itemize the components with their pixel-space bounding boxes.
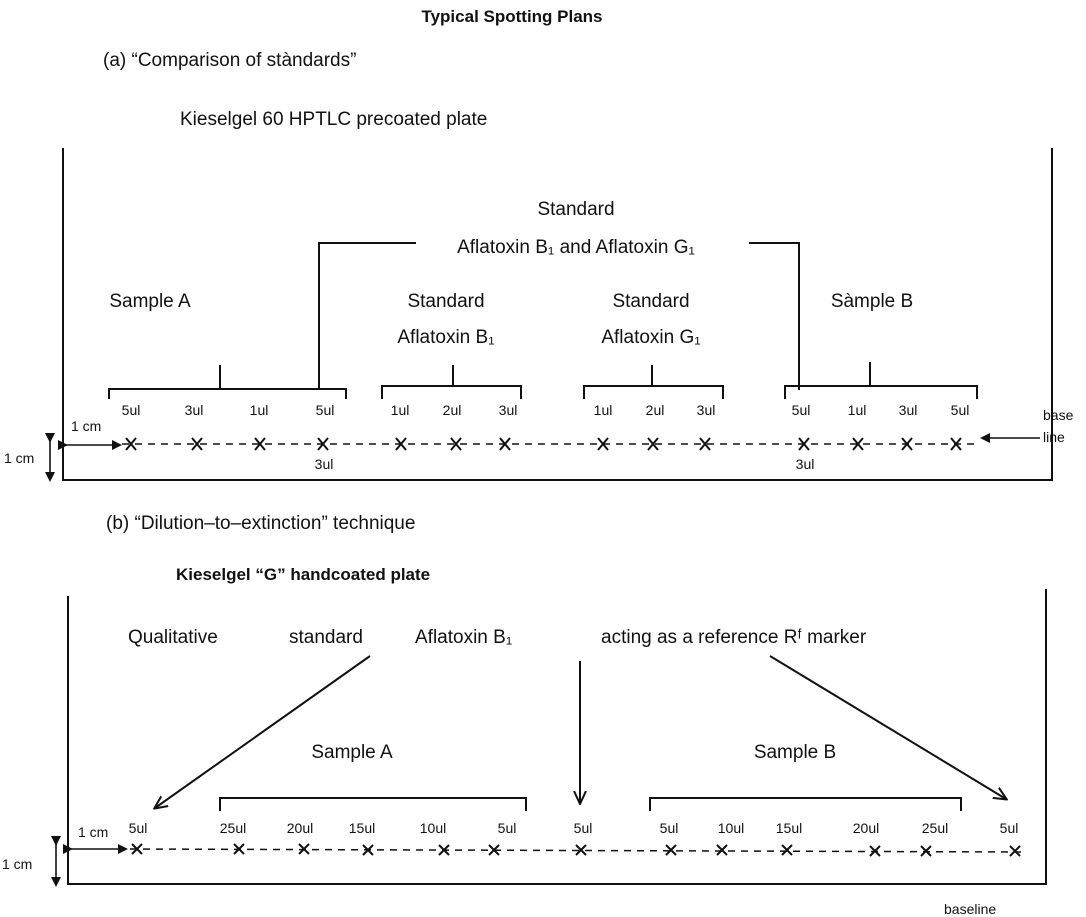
spot-mark (869, 845, 881, 857)
aflatoxin-b1-label: Aflatoxin B₁ (415, 627, 512, 648)
plate-a-outline (62, 148, 1053, 481)
vol-a-5: 1ul (391, 402, 410, 418)
bracket-sample-a (108, 365, 347, 399)
spot-mark (233, 843, 245, 855)
vol-a-1: 5ul (122, 402, 141, 418)
vol-a-8: 1ul (594, 402, 613, 418)
arrow-to-left-standard (155, 655, 371, 808)
vol-a-6: 2ul (443, 402, 462, 418)
vol-a-10: 3ul (697, 402, 716, 418)
vol-b-4: 15ul (349, 820, 375, 836)
vol-a-11: 5ul (792, 402, 811, 418)
spot-mark (665, 844, 677, 856)
spot-mark (362, 844, 374, 856)
arrow-to-right-standard (769, 655, 1006, 799)
sample-b-label-b: Sample B (754, 742, 836, 763)
spot-mark (798, 437, 810, 451)
spot-mark (438, 844, 450, 856)
section-a-plate-label: Kieselgel 60 HPTLC precoated plate (180, 109, 487, 130)
spot-mark (852, 437, 864, 451)
bracket-std-g1 (583, 365, 724, 399)
one-cm-v-label-b: 1 cm (2, 856, 32, 872)
spot-mark (125, 437, 137, 451)
std-g1-label: Aflatoxin G₁ (601, 327, 700, 348)
spot-mark (450, 437, 462, 451)
spot-mark (298, 843, 310, 855)
vol-a-13: 3ul (899, 402, 918, 418)
vol-a-7: 3ul (499, 402, 518, 418)
vol-b-11: 20ul (853, 820, 879, 836)
vol-b-7: 5ul (574, 820, 593, 836)
section-b-heading: (b) “Dilution–to–extinction” technique (106, 513, 415, 534)
spot-mark (131, 843, 143, 855)
std-b1-top-label: Standard (407, 291, 484, 312)
spot-marks-a (125, 437, 962, 451)
one-cm-v-label-a: 1 cm (4, 450, 34, 466)
vol-a-9: 2ul (646, 402, 665, 418)
standard-both-bracket (318, 242, 800, 390)
spot-marks-b (131, 843, 1021, 857)
baseline-b (129, 848, 1023, 853)
spot-mark (597, 437, 609, 451)
vol-a-12: 1ul (848, 402, 867, 418)
reference-label: acting as a reference Rᶠ marker (601, 627, 867, 648)
plate-b-outline (67, 589, 1047, 885)
vol-a-14: 5ul (951, 402, 970, 418)
section-a-heading: (a) “Comparison of stàndards” (103, 50, 356, 71)
spot-mark (781, 844, 793, 856)
vol-b-5: 10ul (420, 820, 446, 836)
diagram-title: Typical Spotting Plans (421, 7, 602, 26)
std-b1-label: Aflatoxin B₁ (397, 327, 494, 348)
bracket-sample-a-b (219, 797, 527, 811)
vol-a-4: 5ul (316, 402, 335, 418)
vol-b-10: 15ul (776, 820, 802, 836)
vol-b-9: 10ul (718, 820, 744, 836)
section-b-plate-label: Kieselgel “G” handcoated plate (176, 565, 430, 584)
spot-mark (191, 437, 203, 451)
bracket-sample-b-b (649, 797, 962, 811)
standard-both-label: Aflatoxin B₁ and Aflatoxin G₁ (457, 237, 695, 258)
vol-b-6: 5ul (498, 820, 517, 836)
bracket-sample-b (784, 362, 978, 399)
one-cm-h-label-b: 1 cm (78, 824, 108, 840)
spot-mark (488, 844, 500, 856)
spot-mark (1009, 845, 1021, 857)
one-cm-h-label-a: 1 cm (71, 418, 101, 434)
spot-mark (317, 437, 329, 451)
spot-mark (254, 437, 266, 451)
vol-b-13: 5ul (1000, 820, 1019, 836)
vol-b-3: 20ul (287, 820, 313, 836)
bracket-std-b1 (381, 365, 522, 399)
sample-b-label: Sàmple B (831, 291, 913, 312)
vol-b-1: 5ul (129, 820, 148, 836)
spot-mark (901, 437, 913, 451)
vol-a-2: 3ul (185, 402, 204, 418)
vol-a-below-1: 3ul (315, 456, 334, 472)
std-g1-top-label: Standard (612, 291, 689, 312)
baseline-label-b: baseline (944, 901, 996, 917)
sample-a-label-b: Sample A (311, 742, 393, 763)
qualitative-label: Qualitative (128, 627, 218, 648)
standard-label: standard (289, 627, 363, 648)
spot-mark (920, 845, 932, 857)
sample-a-label: Sample A (109, 291, 191, 312)
line-label: line (1043, 429, 1065, 445)
vol-b-2: 25ul (220, 820, 246, 836)
spot-mark (395, 437, 407, 451)
spot-mark (699, 437, 711, 451)
vol-a-below-2: 3ul (796, 456, 815, 472)
spot-mark (499, 437, 511, 451)
spot-mark (575, 844, 587, 856)
standard-both-top-label: Standard (537, 199, 614, 220)
vol-a-3: 1ul (250, 402, 269, 418)
vol-b-12: 25ul (922, 820, 948, 836)
spot-mark (950, 437, 962, 451)
base-label: base (1043, 407, 1074, 423)
spot-mark (647, 437, 659, 451)
spot-mark (716, 844, 728, 856)
vol-b-8: 5ul (660, 820, 679, 836)
